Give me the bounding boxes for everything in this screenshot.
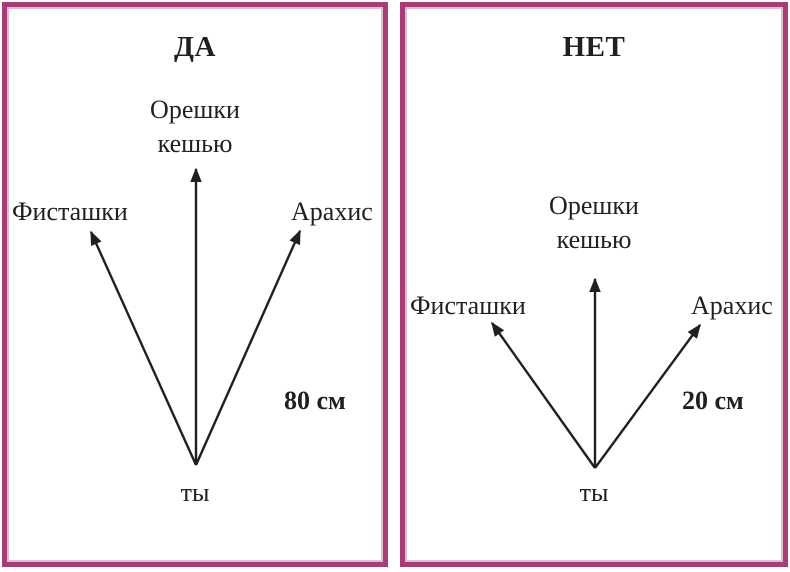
label-cashews: Орешки кешью: [549, 191, 639, 254]
label-peanuts: Арахис: [691, 291, 773, 320]
distance-label: 80 см: [284, 386, 346, 415]
panel-no-content: НЕТ Орешки кешью Фисташки Арахис 20 см т…: [405, 7, 783, 562]
arrow-to-pistachios: [89, 230, 198, 466]
label-you: ты: [579, 478, 609, 507]
panel-no-title: НЕТ: [562, 31, 626, 63]
label-pistachios: Фисташки: [410, 291, 526, 320]
label-peanuts: Арахис: [291, 197, 373, 226]
distance-label: 20 см: [682, 386, 744, 415]
label-you: ты: [180, 478, 210, 507]
label-cashews: Орешки кешью: [150, 95, 240, 158]
arrow-to-peanuts: [194, 229, 302, 466]
arrow-to-pistachios: [491, 321, 596, 469]
label-pistachios: Фисташки: [12, 197, 128, 226]
panel-yes: ДА Орешки кешью Фисташки Арахис 80 см ты: [2, 2, 388, 567]
panel-no: НЕТ Орешки кешью Фисташки Арахис 20 см т…: [400, 2, 788, 567]
panel-yes-title: ДА: [174, 31, 216, 63]
panel-yes-content: ДА Орешки кешью Фисташки Арахис 80 см ты: [7, 7, 383, 562]
